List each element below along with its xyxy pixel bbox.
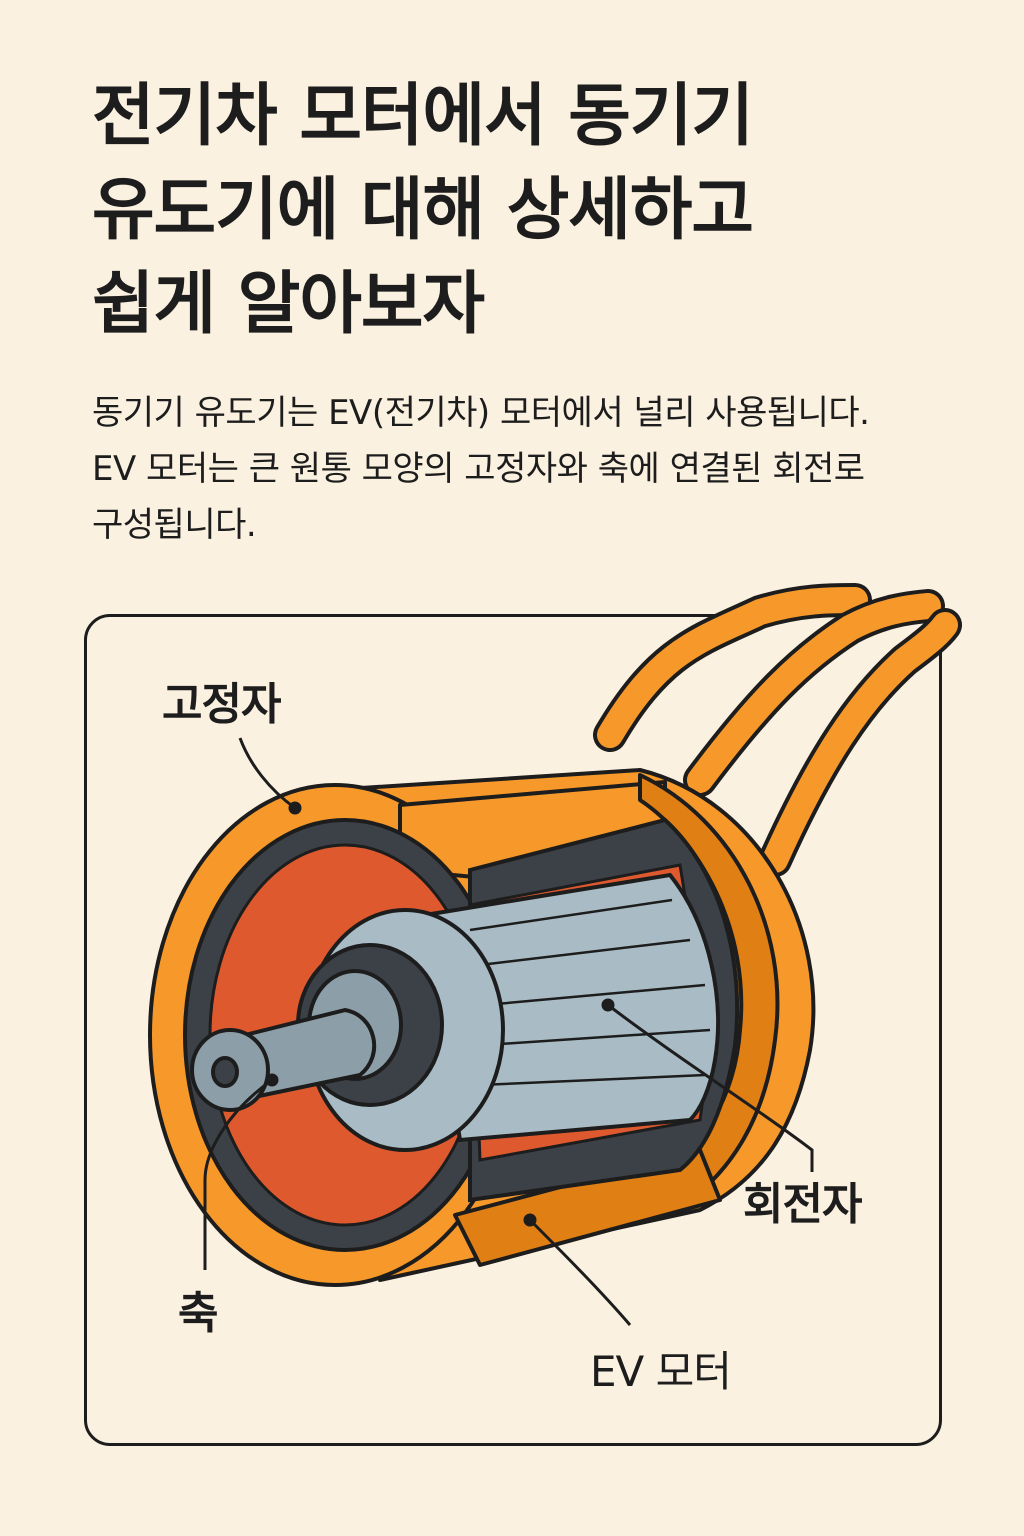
label-ev-motor: EV 모터 <box>590 1338 731 1399</box>
label-shaft: 축 <box>178 1277 217 1341</box>
label-rotor: 회전자 <box>743 1168 861 1232</box>
label-stator: 고정자 <box>162 668 280 732</box>
